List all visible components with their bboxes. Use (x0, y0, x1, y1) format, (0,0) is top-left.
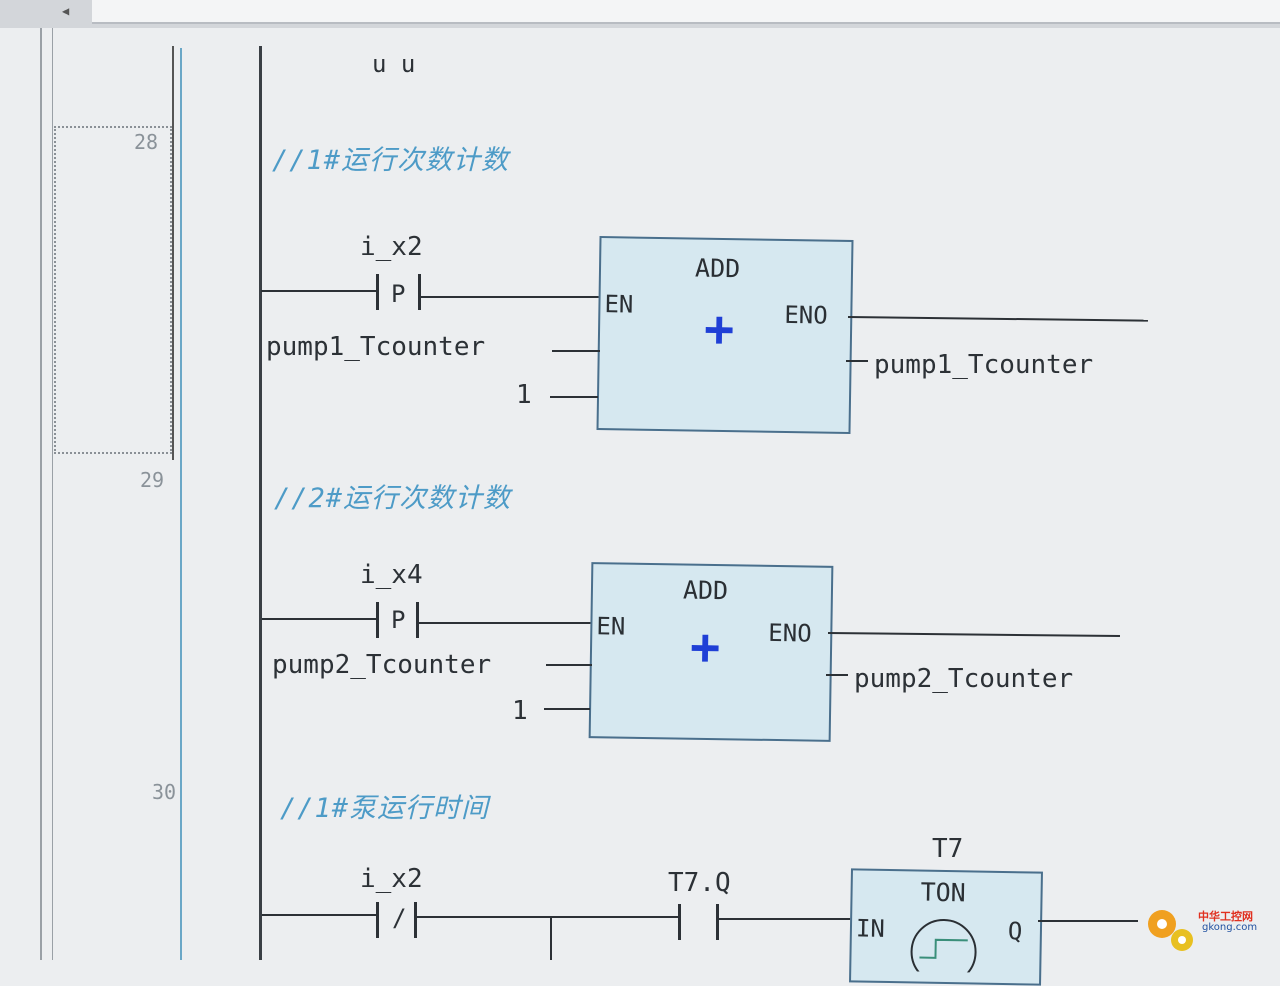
eno-wire (847, 316, 1148, 322)
contact-tag-i-x2[interactable]: i_x2 (360, 864, 423, 894)
network-number-28: 28 (134, 130, 159, 154)
add-block-2[interactable]: ADD EN ENO + (588, 562, 834, 742)
en-pin: EN (596, 612, 626, 641)
rung-wire (261, 290, 377, 292)
in2-wire (544, 708, 590, 710)
add-block-1[interactable]: ADD EN ENO + (596, 236, 854, 434)
rung-wire-to-in (719, 918, 851, 920)
rung-wire (262, 914, 378, 916)
block-title: TON (920, 877, 967, 908)
block-title: ADD (694, 253, 741, 284)
watermark: 中华工控网 gkong.com (1140, 900, 1280, 960)
power-rail (259, 46, 262, 960)
network-number-30: 30 (152, 780, 177, 804)
output-operand[interactable]: pump2_Tcounter (854, 664, 1074, 694)
gear-logo-icon (1148, 910, 1193, 951)
gutter-frame-line (52, 28, 53, 960)
ton-timer-block[interactable]: TON IN Q (849, 868, 1043, 986)
network-number-29: 29 (140, 468, 165, 492)
contact-bar-left (678, 904, 681, 940)
contact-type-nc[interactable]: / (392, 904, 407, 932)
contact-bar-left (376, 274, 379, 310)
out-wire (846, 360, 868, 362)
timer-name[interactable]: T7 (932, 834, 964, 864)
network-29-comment[interactable]: //2#运行次数计数 (274, 483, 512, 514)
contact-bar-right (418, 274, 421, 310)
eno-pin: ENO (784, 300, 828, 330)
add-plus-icon: + (689, 617, 721, 677)
branch-wire (550, 916, 552, 960)
q-pin: Q (1007, 917, 1023, 946)
window-frame-line (40, 28, 42, 960)
watermark-cn: 中华工控网 (1198, 910, 1253, 923)
rung-wire-to-en (419, 622, 591, 624)
out-wire (826, 674, 848, 676)
in-pin: IN (855, 914, 886, 943)
gutter-separator (180, 48, 182, 960)
contact-tag-t7-q[interactable]: T7.Q (668, 868, 731, 898)
previous-network-fragment: u u (372, 50, 416, 78)
contact-tag-i-x4[interactable]: i_x4 (360, 560, 423, 590)
network-selection-marker[interactable] (54, 126, 172, 454)
watermark-url: gkong.com (1202, 922, 1258, 933)
in1-wire (552, 350, 600, 352)
contact-bar-left (376, 602, 379, 638)
collapse-arrow-icon[interactable]: ◀ (62, 4, 70, 18)
contact-bar-right (716, 904, 719, 940)
add-plus-icon: + (703, 299, 735, 359)
input-operand-2[interactable]: 1 (516, 380, 532, 410)
eno-pin: ENO (768, 618, 812, 648)
contact-type-p[interactable]: P (391, 280, 406, 308)
input-operand-2[interactable]: 1 (512, 696, 528, 726)
gutter-line (172, 46, 174, 460)
rung-wire (417, 916, 679, 918)
in1-wire (546, 664, 592, 666)
rung-wire-to-en (421, 296, 601, 298)
network-28-comment[interactable]: //1#运行次数计数 (272, 145, 510, 176)
timer-clock-icon (910, 918, 977, 973)
eno-wire (827, 632, 1120, 638)
output-operand[interactable]: pump1_Tcounter (874, 350, 1094, 380)
toolbar-inset (92, 0, 1280, 24)
in2-wire (550, 396, 598, 398)
contact-bar-left (376, 902, 379, 938)
input-operand-1[interactable]: pump2_Tcounter (272, 650, 492, 680)
contact-bar-right (416, 602, 419, 638)
network-30-comment[interactable]: //1#泵运行时间 (280, 793, 490, 824)
q-wire (1038, 920, 1138, 922)
input-operand-1[interactable]: pump1_Tcounter (266, 332, 486, 362)
contact-bar-right (414, 902, 417, 938)
rung-wire (262, 618, 378, 620)
block-title: ADD (682, 575, 729, 606)
en-pin: EN (604, 290, 634, 319)
contact-type-p[interactable]: P (391, 606, 406, 634)
editor-toolbar: ◀ (0, 0, 1280, 28)
contact-tag-i-x2[interactable]: i_x2 (360, 232, 423, 262)
